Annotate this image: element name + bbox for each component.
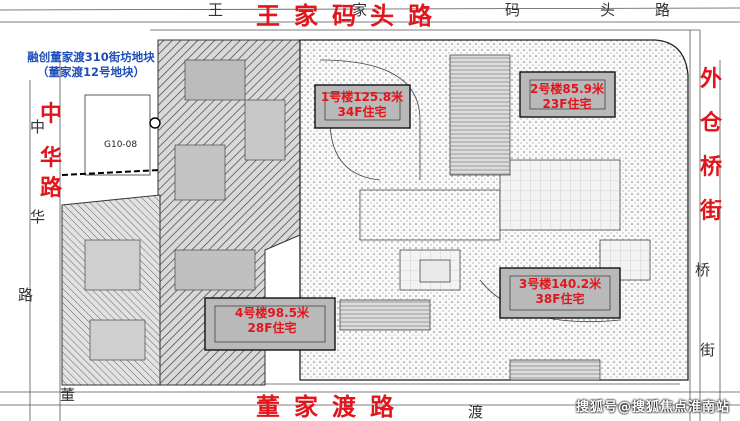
road-char: 中 [39,102,62,127]
road-faint-char: 码 [505,1,521,19]
plot-title-line: 融创董家渡310街坊地块 [27,50,155,64]
building-height: 4号楼98.5米 [235,306,309,320]
building-height: 2号楼85.9米 [530,82,604,96]
building-label-2: 2号楼85.9米 23F住宅 [517,82,617,112]
west-road-label: 中 华 路 [38,100,64,204]
east-road-label: 外 仓 桥 街 [698,65,724,227]
building-footprints [204,71,621,351]
building-floors: 38F住宅 [535,292,585,306]
road-faint-char: 头 [600,1,616,19]
road-faint-char: 路 [18,286,34,304]
road-char: 街 [699,199,722,224]
plot-title: 融创董家渡310街坊地块 （董家渡12号地块） [2,50,180,80]
road-char: 华 [39,146,62,171]
road-char: 桥 [699,155,722,180]
building-label-4: 4号楼98.5米 28F住宅 [218,306,326,336]
station-label: G10-08 [104,140,138,150]
south-road-label: 董家渡路 [256,393,408,421]
building-label-3: 3号楼140.2米 38F住宅 [500,277,620,307]
building-label-1: 1号楼125.8米 34F住宅 [312,90,412,120]
road-char: 仓 [699,111,722,136]
watermark: 搜狐号@搜狐焦点淮南站 [575,400,730,415]
building-floors: 23F住宅 [542,97,592,111]
road-faint-char: 渡 [468,403,484,421]
road-char: 路 [39,176,62,201]
road-faint-char: 桥 [695,261,711,279]
road-faint-char: 中 [30,118,46,136]
building-height: 3号楼140.2米 [518,277,602,291]
road-faint-char: 路 [655,1,671,19]
north-road-label: 王家码头路 [256,2,446,30]
building-floors: 34F住宅 [337,105,387,119]
road-char: 外 [699,67,722,92]
road-faint-char: 华 [30,208,46,226]
building-floors: 28F住宅 [247,321,297,335]
road-faint-char: 家 [352,1,368,19]
road-faint-char: 董 [60,386,76,404]
road-faint-char: 王 [208,1,224,19]
road-faint-char: 街 [700,341,716,359]
plot-title-line: （董家渡12号地块） [36,65,145,79]
building-height: 1号楼125.8米 [320,90,404,104]
